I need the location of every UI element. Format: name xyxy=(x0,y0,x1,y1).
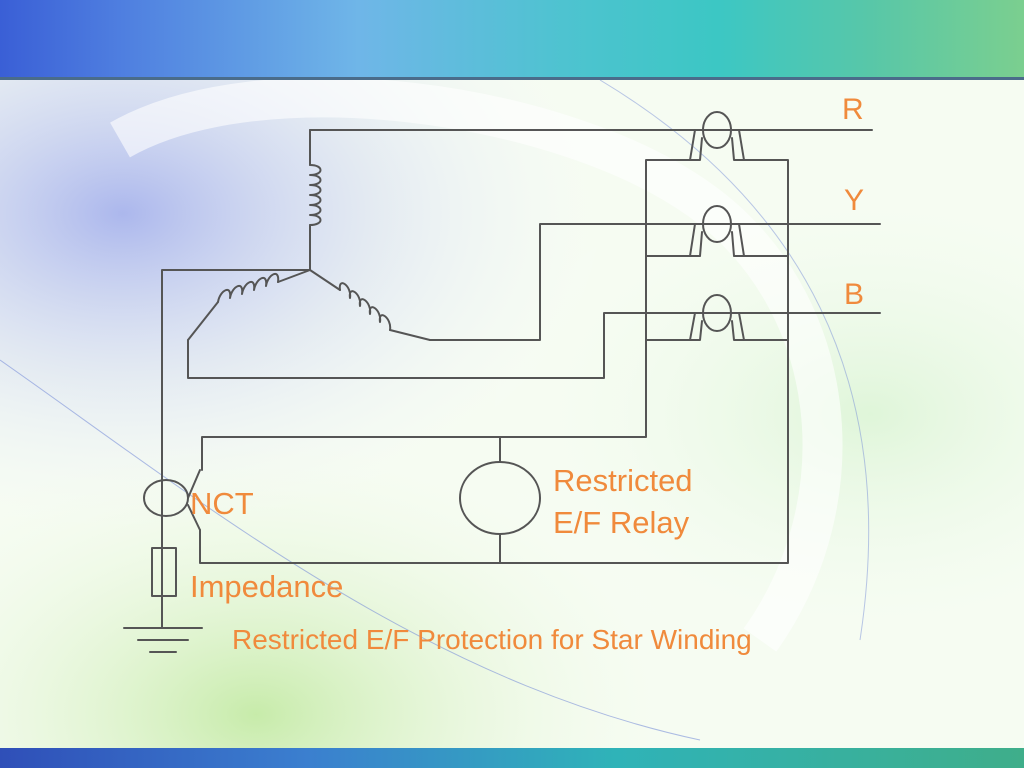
neutral-conductor xyxy=(161,269,311,629)
ref-relay-symbol xyxy=(459,436,541,564)
phase-r-label: R xyxy=(842,93,864,126)
impedance-label: Impedance xyxy=(190,569,344,604)
r-phase-winding xyxy=(309,129,322,271)
background-swirl xyxy=(0,80,1024,748)
impedance-resistor xyxy=(151,547,177,597)
diagram-caption: Restricted E/F Protection for Star Windi… xyxy=(232,624,752,655)
line-ct-y xyxy=(689,205,745,257)
relay-label-line2: E/F Relay xyxy=(553,505,690,540)
nct-symbol xyxy=(143,469,201,531)
earth-symbol xyxy=(123,627,203,653)
b-phase-winding xyxy=(187,269,311,341)
b-phase-line xyxy=(187,312,881,379)
ct-left-bus xyxy=(201,159,691,471)
nct-label: NCT xyxy=(190,486,254,521)
line-ct-b xyxy=(689,294,745,341)
y-phase-line xyxy=(429,223,881,341)
header-band xyxy=(0,0,1024,80)
phase-y-label: Y xyxy=(844,184,865,217)
phase-b-label: B xyxy=(844,278,865,311)
y-phase-winding xyxy=(309,269,431,341)
relay-label-line1: Restricted xyxy=(553,463,693,498)
ct-right-bus xyxy=(199,159,789,564)
line-ct-r xyxy=(689,111,745,161)
footer-band xyxy=(0,748,1024,768)
